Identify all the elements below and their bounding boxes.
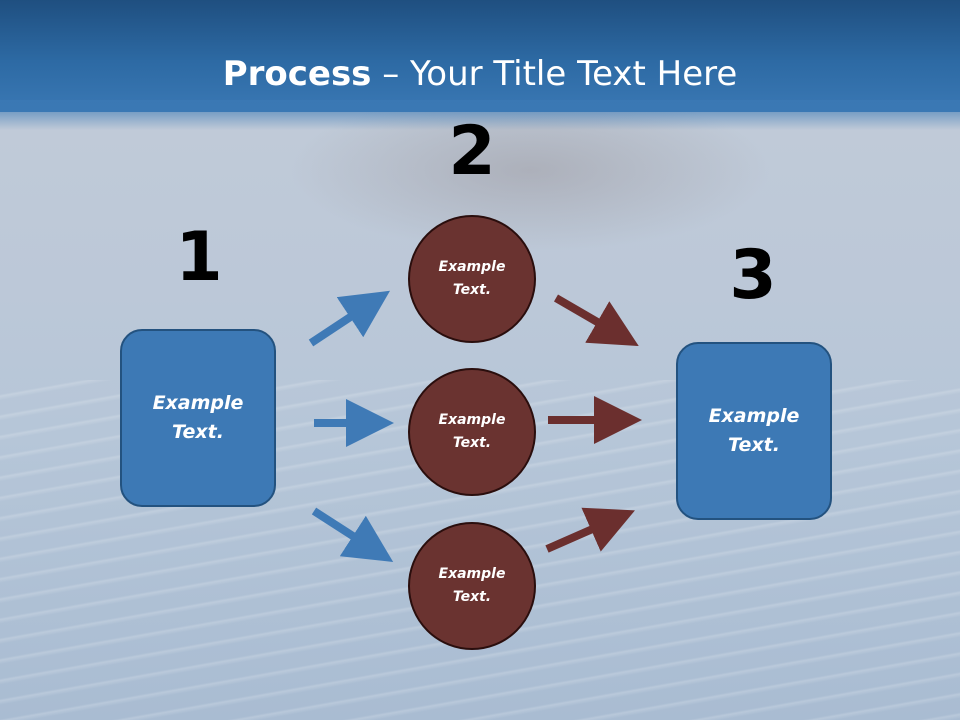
slide-title[interactable]: Process – Your Title Text Here: [0, 52, 960, 96]
step2-circle-middle-text: Example Text.: [438, 412, 506, 451]
step1-box-text: Example Text.: [152, 392, 244, 443]
arrow-1-to-2-bottom[interactable]: [311, 507, 394, 562]
step2-circle-bottom-text: Example Text.: [438, 566, 506, 605]
title-rest: – Your Title Text Here: [371, 54, 738, 94]
step-number-1: 1: [175, 218, 223, 297]
arrow-1-to-2-top[interactable]: [308, 290, 391, 347]
step2-circle-top[interactable]: Example Text.: [408, 215, 536, 343]
title-bar: [0, 0, 960, 112]
step2-circle-bottom[interactable]: Example Text.: [408, 522, 536, 650]
title-bold: Process: [222, 54, 372, 94]
arrow-2-to-3-bottom[interactable]: [545, 507, 635, 553]
step3-box-text: Example Text.: [708, 405, 800, 456]
step-number-3: 3: [729, 236, 777, 315]
step1-box[interactable]: Example Text.: [120, 329, 276, 507]
step2-circle-top-text: Example Text.: [438, 259, 506, 298]
step2-circle-middle[interactable]: Example Text.: [408, 368, 536, 496]
step3-box[interactable]: Example Text.: [676, 342, 832, 520]
arrow-2-to-3-top[interactable]: [553, 294, 639, 347]
step-number-2: 2: [448, 112, 496, 191]
title-bar-fade: [0, 100, 960, 130]
